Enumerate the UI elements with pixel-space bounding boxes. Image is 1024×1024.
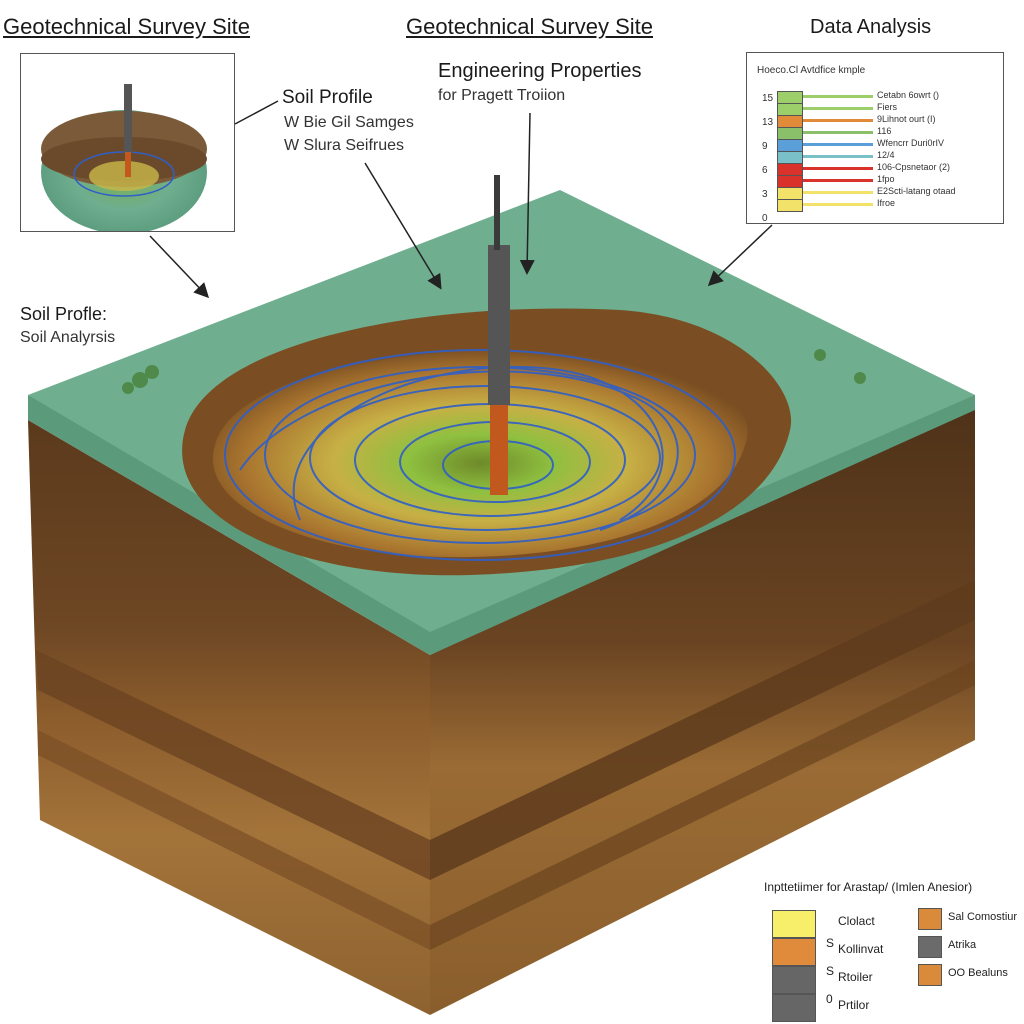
axis-tick: 13 [762,117,774,128]
legend-label: Kollinvat [838,942,884,956]
page-title-center: Geotechnical Survey Site [406,14,654,39]
legend-swatch [918,936,942,958]
boring-pipe-upper [488,245,510,405]
data-row-bar [803,131,873,134]
data-row-bar [803,155,873,158]
stratum-band-right [430,580,975,880]
callout-left-title: Soil Profle: [20,304,108,324]
data-row-bar [803,203,873,206]
data-row-label: 106-Cpsnetaor (2) [877,162,951,172]
callout-engineering-sub: for Pragett Troiion [438,87,566,104]
data-row-swatch [777,199,803,212]
legend-title: Inpttetiimer for Arastap/ (Imlen Anesior… [764,880,973,894]
legend-swatch [772,994,816,1022]
data-row-bar [803,107,873,110]
stratum-band-right-2 [430,660,975,950]
axis-tick: 15 [762,93,774,104]
data-panel-title: Hoeco.Cl Avtdfice kmple [757,65,866,76]
stratum-band-left [36,650,430,880]
pit-floor [212,348,748,558]
data-row-label: Ifroe [877,198,896,208]
callout-soil-line1: W Bie Gil Samges [284,114,414,131]
data-row-bar [803,191,873,194]
boring-rod [494,175,500,250]
data-row-bar [803,119,873,122]
data-analysis-panel: Hoeco.Cl Avtdfice kmple 15 13 9 6 3 0 Cetabn … [746,52,1004,224]
legend-side-mark: S [826,936,835,950]
site-inset-graphic [41,84,207,234]
data-row-label: 116 [877,126,892,136]
data-row-label: 9Lihnot ourt (I) [877,114,936,124]
site-inset-box [20,53,235,234]
boring-pipe-lower [490,405,508,495]
axis-tick: 0 [762,213,768,224]
data-row-label: Fiers [877,102,897,112]
legend-label: Rtoiler [838,970,873,984]
data-row-label: 12/4 [877,150,895,160]
page-title-left: Geotechnical Survey Site [3,14,251,39]
data-row-bar [803,143,873,146]
data-row-label: E2Scti-latang otaad [877,186,956,196]
block-left-face [28,420,430,1015]
legend-label: Atrika [948,939,977,951]
data-row-label: Cetabn 6owrt () [877,90,940,100]
legend-swatch [918,908,942,930]
axis-tick: 6 [762,165,768,176]
callout-engineering-title: Engineering Properties [438,60,642,82]
legend-swatch [772,938,816,966]
stratum-band-left-2 [38,730,430,950]
legend-label: OO Bealuns [948,967,1008,979]
axis-tick: 9 [762,141,768,152]
data-row-bar [803,95,873,98]
legend-swatch [772,966,816,994]
callout-soil-line2: W Slura Seifrues [284,137,405,154]
data-row-bar [803,167,873,170]
legend-label: Sal Comostiur [948,911,1018,923]
callout-left-sub: Soil Analyrsis [20,329,116,346]
legend-swatch [918,964,942,986]
vegetation [122,349,866,394]
axis-tick: 3 [762,189,768,200]
legend-side-mark: 0 [826,992,833,1006]
grass-edge [28,395,975,655]
legend-swatch [772,910,816,938]
data-row-label: 1fpo [877,174,895,184]
data-row-label: Wfencrr Duri0rIV [877,138,945,148]
legend-label: Prtilor [838,998,870,1012]
page-title-right: Data Analysis [810,16,932,38]
data-row-bar [803,179,873,182]
legend-label: Clolact [838,914,875,928]
legend-side-mark: S [826,964,835,978]
callout-soil-profile: Soil Profile [282,87,373,108]
